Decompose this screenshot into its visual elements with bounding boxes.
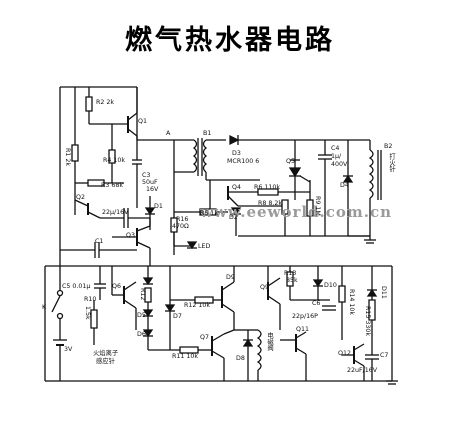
- label-d5: D5: [137, 312, 146, 319]
- label-q4: Q4: [232, 184, 241, 191]
- label-d3: D3: [232, 150, 241, 157]
- watermark: www.eeworld.com.cn: [200, 203, 393, 221]
- label-c6: C6: [312, 300, 321, 307]
- resistor-r1: [72, 145, 78, 161]
- label-d11: D11: [380, 286, 387, 299]
- label-b2: B2: [384, 143, 393, 150]
- label-r15: R15 330k: [364, 306, 371, 337]
- label-q9: Q9: [260, 284, 269, 291]
- switch-k: [52, 296, 60, 312]
- label-d8: D8: [236, 355, 245, 362]
- transformer-b1-primary: [194, 140, 197, 172]
- label-c1: C1: [95, 238, 104, 245]
- label-r12-vertical: R12: [139, 288, 146, 301]
- label-d9: D9: [226, 274, 235, 281]
- label-q12: Q12: [338, 350, 351, 357]
- label-q2: Q2: [76, 194, 85, 201]
- diode-d6: [144, 310, 152, 316]
- label-r5: R5 1k: [200, 210, 219, 217]
- diagram-title: 燃气热水器电路: [125, 25, 335, 56]
- label-r8: R8 8.2k: [258, 200, 283, 207]
- diode-d3: [230, 136, 238, 144]
- label-d10: D10: [324, 282, 337, 289]
- resistor-r10: [91, 310, 97, 328]
- label-ignition-needle: 打火针: [388, 153, 395, 172]
- label-k: K: [42, 304, 47, 311]
- label-r10: R10: [84, 296, 97, 303]
- label-r9: R9 1M: [314, 196, 321, 216]
- label-r6: R6 110k: [254, 184, 281, 191]
- label-c3: C3: [142, 172, 151, 179]
- label-q1: Q1: [138, 118, 147, 125]
- label-q5: Q5: [286, 158, 295, 165]
- diode-d10: [314, 280, 322, 286]
- solenoid-coil: [258, 330, 261, 370]
- label-q3: Q3: [126, 232, 135, 239]
- label-q7: Q7: [200, 334, 209, 341]
- label-solenoid-valve: 电磁阀: [266, 332, 273, 351]
- label-c4-voltage: 400V: [331, 161, 348, 168]
- label-flame-sensor: 火焰离子: [93, 350, 119, 357]
- label-c3-voltage: 16V: [146, 186, 159, 193]
- label-c2: 22μ/16V: [102, 209, 129, 216]
- diode-d11: [368, 290, 376, 296]
- resistor-r9: [307, 200, 313, 216]
- label-c4: C4: [331, 145, 340, 152]
- label-battery: 3V: [64, 346, 73, 353]
- label-a: A: [166, 130, 171, 137]
- label-d1: D1: [154, 203, 163, 210]
- led: [188, 242, 196, 248]
- label-c4-value: 1μ/: [331, 153, 342, 160]
- label-r16-value: 470Ω: [172, 223, 189, 230]
- label-r12-horizontal: R12 10k: [184, 302, 211, 309]
- label-r1: R1 2k: [64, 148, 71, 167]
- label-c3-value: 50uF: [142, 179, 158, 186]
- label-r16: R16: [176, 216, 189, 223]
- diode-d7: [166, 305, 174, 311]
- resistor-r2: [86, 97, 92, 111]
- label-r10-value: 1.5k: [84, 306, 91, 320]
- label-c6-value: 22p/16P: [292, 313, 318, 320]
- transformer-b2: [370, 150, 373, 198]
- label-d2: D2: [229, 214, 238, 221]
- resistor-r14: [339, 286, 345, 302]
- label-q11: Q11: [296, 326, 309, 333]
- label-r13: R13: [284, 270, 297, 277]
- label-c5: C5 0.01μ: [62, 283, 91, 290]
- label-c7: C7: [380, 352, 389, 359]
- label-d6: D6: [137, 331, 146, 338]
- label-led: LED: [198, 243, 211, 250]
- label-d7: D7: [173, 313, 182, 320]
- label-mcr100: MCR100 6: [227, 158, 260, 165]
- label-r11: R11 10k: [172, 353, 199, 360]
- label-r2: R2 2k: [96, 99, 115, 106]
- label-c7-value: 22uF/16V: [347, 367, 378, 374]
- diode-d2: [232, 208, 240, 214]
- label-r13-value: 85k: [286, 277, 298, 284]
- label-b1: B1: [203, 130, 212, 137]
- label-q6: Q6: [112, 283, 121, 290]
- label-r3: R3 68k: [101, 182, 124, 189]
- label-d4: D4: [340, 182, 349, 189]
- label-r4: R4 10k: [103, 157, 126, 164]
- label-r14: R14 10k: [348, 289, 355, 316]
- diode-d5: [144, 278, 152, 284]
- label-flame-sensor-2: 感应针: [96, 358, 115, 365]
- thyristor-q5: [290, 168, 300, 176]
